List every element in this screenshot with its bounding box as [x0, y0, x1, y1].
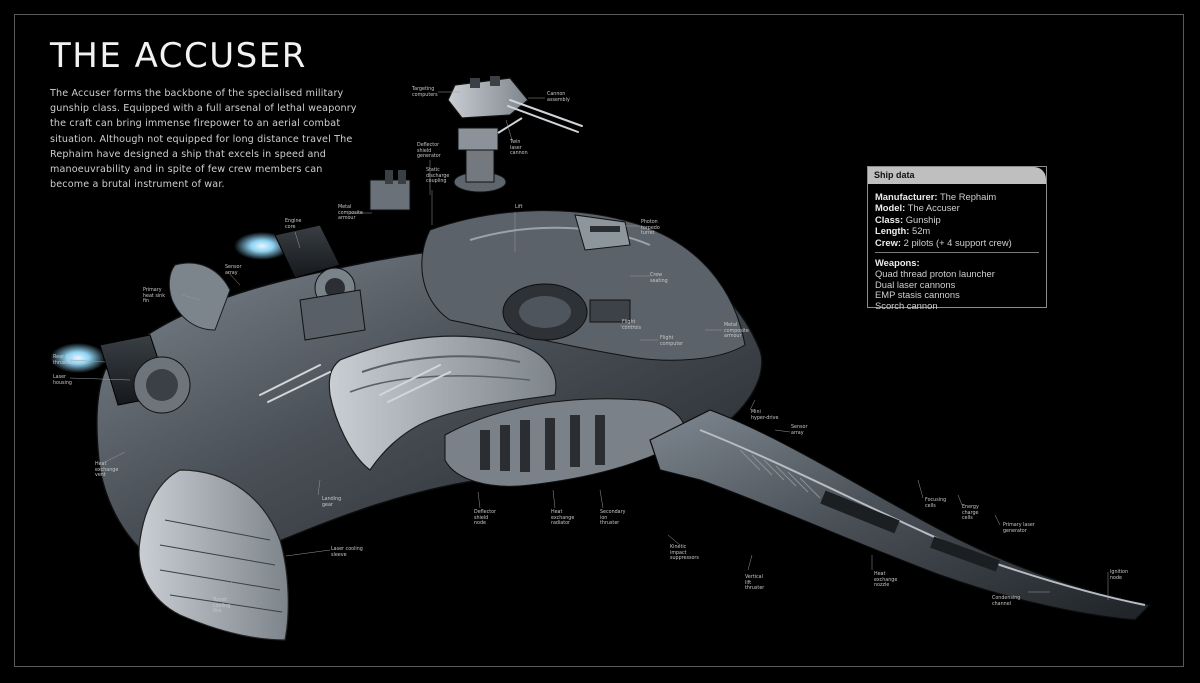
upper-engine	[274, 224, 341, 279]
callout-mini-hyper-drive: Mini hyper-drive	[751, 410, 779, 421]
weapons-list: Weapons: Quad thread proton launcher Dua…	[875, 257, 995, 312]
weapon-item: Quad thread proton launcher	[875, 267, 995, 279]
panel-divider	[875, 252, 1039, 253]
callout-flight-controls: Flight controls	[622, 320, 642, 331]
callout-vertical-lift-thruster: Vertical lift thruster	[745, 575, 765, 592]
callout-targeting-computers: Targeting computers	[412, 87, 438, 98]
callout-heat-exchange-nozzle: Heat exchange nozzle	[874, 572, 898, 589]
spec-class: Class: Gunship	[875, 213, 941, 225]
page-title: THE ACCUSER	[50, 36, 307, 76]
callout-heat-exchange-radiator: Heat exchange radiator	[551, 510, 575, 527]
weapon-item: Dual laser cannons	[875, 278, 956, 290]
spec-list: Manufacturer: The Rephaim Model: The Acc…	[875, 191, 1012, 248]
heat-sink-fin	[168, 262, 231, 331]
callout-secondary-ion-thruster: Secondary ion thruster	[600, 510, 626, 527]
callout-focusing-cells: Focusing cells	[925, 498, 947, 509]
callout-metal-composite-armour-right: Metal composite armour	[724, 323, 749, 340]
deck-turret-a	[369, 179, 411, 211]
callout-flight-computer: Flight computer	[660, 336, 684, 347]
cannon-assembly	[447, 77, 529, 119]
callout-photon-torpedo-turret: Photon torpedo turret	[641, 220, 660, 237]
callout-ignition-node: Ignition node	[1110, 570, 1129, 581]
engine-glow-lower	[50, 343, 106, 373]
callout-energy-charge-cells: Energy charge cells	[962, 505, 979, 522]
callout-deflector-shield-node: Deflector shield node	[474, 510, 497, 527]
photon-torpedo-turret	[574, 214, 631, 251]
ship-data-panel: Ship data Manufacturer: The Rephaim Mode…	[867, 166, 1047, 311]
callout-rear-ion-thrusters: Rear ion thrusters	[53, 355, 75, 366]
callout-sensor-array-right: Sensor array	[791, 425, 808, 436]
intro-paragraph: The Accuser forms the backbone of the sp…	[50, 88, 357, 191]
callout-deflector-shield-generator: Deflector shield generator	[417, 143, 441, 160]
weapon-item: EMP stasis cannons	[875, 289, 960, 301]
spec-length: Length: 52m	[875, 225, 931, 237]
central-armour-panel	[328, 335, 557, 471]
callout-sensor-array-left: Sensor array	[225, 265, 242, 276]
spec-manufacturer: Manufacturer: The Rephaim	[875, 191, 997, 202]
ship-data-heading: Ship data	[868, 167, 1046, 184]
callout-laser-housing: Laser housing	[53, 375, 72, 386]
spec-crew: Crew: 2 pilots (+ 4 support crew)	[875, 236, 1012, 248]
engine-glow-upper	[234, 232, 290, 260]
callout-kinetic-impact-suppressors: Kinetic impact suppressors	[670, 545, 699, 562]
callout-laser-cooling-sleeve: Laser cooling sleeve	[331, 547, 363, 558]
callout-metal-composite-armour-top: Metal composite armour	[338, 205, 363, 222]
callout-static-discharge-coupling: Static discharge coupling	[426, 168, 450, 185]
weapon-item: Scorch cannon	[875, 300, 938, 312]
upper-deck	[421, 210, 746, 361]
callout-turret-cooling-fins: Turret cooling fins	[213, 598, 231, 615]
callout-primary-laser-generator: Primary laser generator	[1003, 523, 1035, 534]
callout-heat-exchange-vent: Heat exchange vent	[95, 462, 119, 479]
spec-model: Model: The Accuser	[875, 202, 960, 214]
callout-twin-laser-cannon: Twin laser cannon	[510, 140, 528, 157]
callout-crew-seating: Crew seating	[650, 273, 668, 284]
lower-wing-fin	[138, 469, 289, 641]
callout-landing-gear: Landing gear	[322, 497, 342, 508]
callout-primary-heat-sink-fin: Primary heat sink fin	[143, 288, 165, 305]
callout-engine-core: Engine core	[285, 219, 302, 230]
callout-condensing-channel: Condensing channel	[992, 596, 1021, 607]
weapons-heading: Weapons:	[875, 257, 920, 268]
callout-cannon-assembly: Cannon assembly	[547, 92, 570, 103]
callout-lift: Lift	[515, 205, 523, 210]
